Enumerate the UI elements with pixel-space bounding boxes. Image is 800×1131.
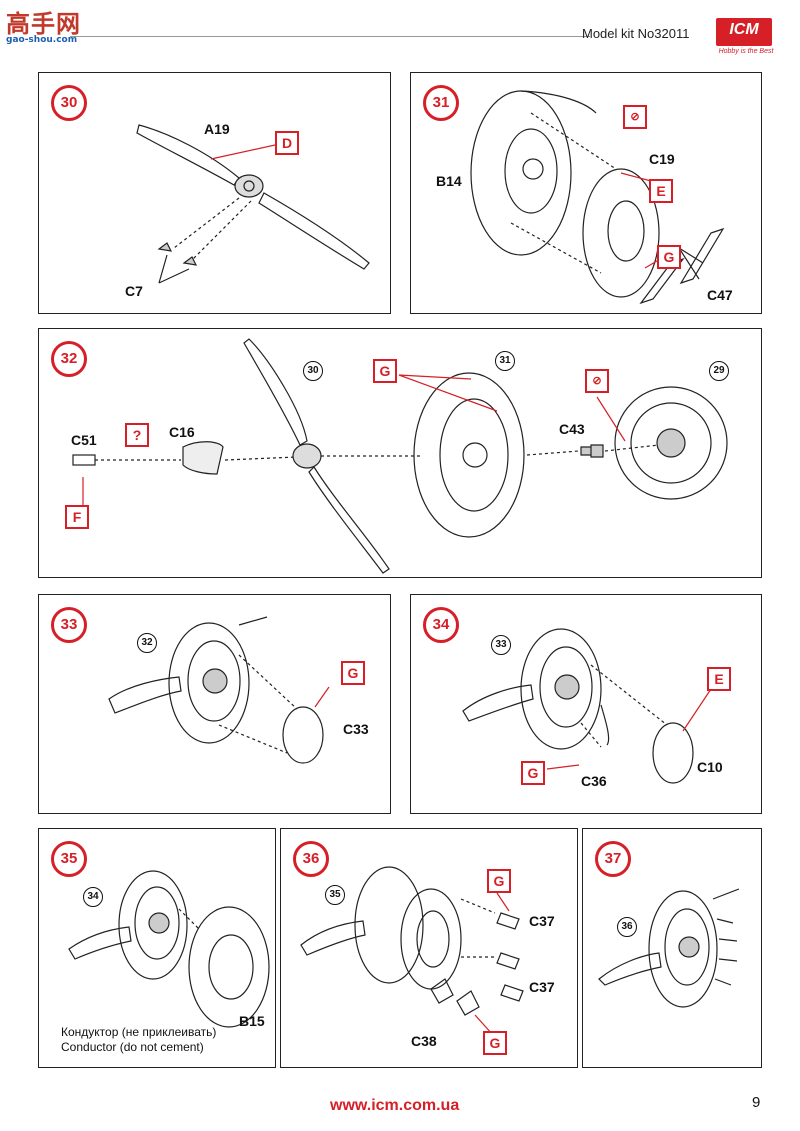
step-number: 33	[51, 607, 87, 643]
exhaust-pipes-drawing	[300, 866, 524, 1036]
paint-code-d: D	[275, 131, 299, 155]
part-label-c16: C16	[169, 424, 195, 440]
step-number: 37	[595, 841, 631, 877]
ref-step-34: 34	[83, 887, 103, 907]
icm-logo: ICM	[716, 18, 772, 46]
step-35-panel: 35 B15 34 Кондуктор (не приклеивать) Con…	[38, 828, 276, 1068]
part-label-a19: A19	[204, 121, 230, 137]
step-number: 32	[51, 341, 87, 377]
step-33-panel: 33 C33 G 32	[38, 594, 391, 814]
step-number: 30	[51, 85, 87, 121]
paint-code-g-bottom: G	[483, 1031, 507, 1055]
paint-code-f: F	[65, 505, 89, 529]
final-engine-drawing	[598, 888, 740, 1008]
part-label-c47: C47	[707, 287, 733, 303]
paint-code-e: E	[707, 667, 731, 691]
ref-step-35: 35	[325, 885, 345, 905]
part-label-b15: B15	[239, 1013, 265, 1029]
ref-step-29: 29	[709, 361, 729, 381]
paint-code-e: E	[649, 179, 673, 203]
no-glue-icon: ⊘	[623, 105, 647, 129]
step-number: 34	[423, 607, 459, 643]
step-number: 36	[293, 841, 329, 877]
engine-ring-drawing	[462, 628, 712, 784]
propeller-drawing	[136, 124, 370, 284]
page-title: Model kit No32011	[582, 26, 690, 41]
step-number: 31	[423, 85, 459, 121]
ref-step-32: 32	[137, 633, 157, 653]
part-label-c7: C7	[125, 283, 143, 299]
watermark-main: 高手网	[6, 10, 81, 38]
step-36-panel: 36 C37 C37 C38 G G 35	[280, 828, 578, 1068]
paint-code-g: G	[657, 245, 681, 269]
step-30-panel: 30 A19 C7 D	[38, 72, 391, 314]
watermark: 高手网 gao-shou.com	[6, 4, 81, 45]
part-label-c19: C19	[649, 151, 675, 167]
paint-code-g-top: G	[487, 869, 511, 893]
no-glue-icon: ⊘	[585, 369, 609, 393]
part-label-c36: C36	[581, 773, 607, 789]
paint-code-unknown: ?	[125, 423, 149, 447]
part-label-c51: C51	[71, 432, 97, 448]
step-32-panel: 32 C51 C16 C43 ? F G ⊘ 30	[38, 328, 762, 578]
watermark-sub: gao-shou.com	[6, 35, 78, 45]
engine-exhaust-drawing	[108, 616, 330, 764]
engine-assembly-drawing	[72, 338, 728, 574]
part-label-c37-top: C37	[529, 913, 555, 929]
step-37-panel: 37 36	[582, 828, 762, 1068]
ref-step-30: 30	[303, 361, 323, 381]
paint-code-g: G	[521, 761, 545, 785]
paint-code-g: G	[341, 661, 365, 685]
header-rule	[70, 36, 590, 37]
part-label-c38: C38	[411, 1033, 437, 1049]
logo-tagline: Hobby is the Best	[718, 48, 774, 55]
step-number: 35	[51, 841, 87, 877]
page-number: 9	[752, 1094, 761, 1111]
step-31-panel: 31 B14 C19 C47 E G ⊘	[410, 72, 762, 314]
step-34-panel: 34 C36 C10 G E 33	[410, 594, 762, 814]
part-label-c33: C33	[343, 721, 369, 737]
part-label-c10: C10	[697, 759, 723, 775]
note-russian: Кондуктор (не приклеивать)	[61, 1025, 217, 1039]
part-label-c43: C43	[559, 421, 585, 437]
note-english: Conductor (do not cement)	[61, 1040, 204, 1054]
ref-step-33: 33	[491, 635, 511, 655]
footer-url[interactable]: www.icm.com.ua	[330, 1097, 460, 1114]
cowling-drawing	[470, 90, 725, 305]
part-label-b14: B14	[436, 173, 462, 189]
conductor-drawing	[68, 870, 270, 1028]
ref-step-31: 31	[495, 351, 515, 371]
ref-step-36: 36	[617, 917, 637, 937]
paint-code-g: G	[373, 359, 397, 383]
part-label-c37-bottom: C37	[529, 979, 555, 995]
